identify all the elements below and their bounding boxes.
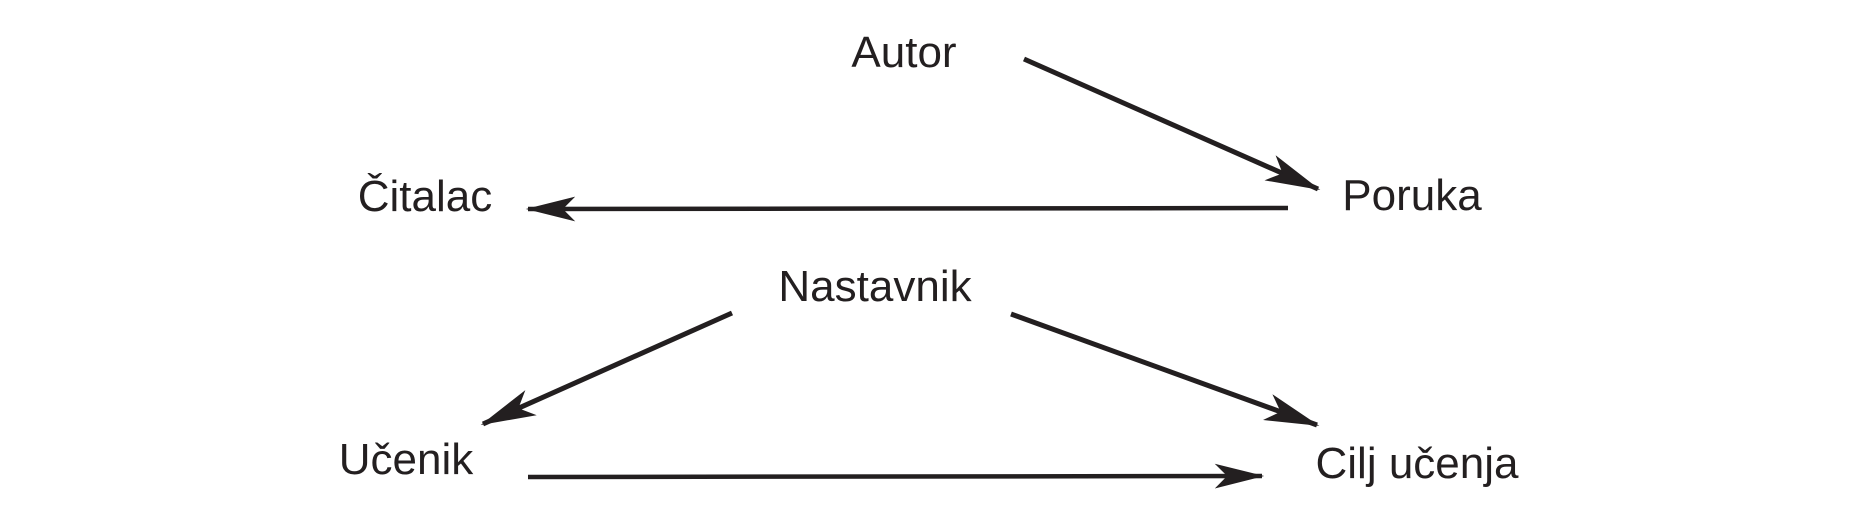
arrow-autor-to-poruka [1022,56,1321,192]
node-poruka: Poruka [1342,171,1482,220]
node-cilj-ucenja: Cilj učenja [1315,439,1519,488]
arrow-nastavnik-to-ucenik [480,310,734,427]
node-ucenik: Učenik [338,435,474,484]
node-nastavnik: Nastavnik [778,262,972,311]
node-citalac: Čitalac [357,172,493,221]
arrow-poruka-to-citalac [525,196,1289,222]
arrow-nastavnik-to-cilj-ucenja [1010,311,1320,428]
arrow-ucenik-to-cilj-ucenja [527,463,1265,489]
node-autor: Autor [851,28,957,77]
